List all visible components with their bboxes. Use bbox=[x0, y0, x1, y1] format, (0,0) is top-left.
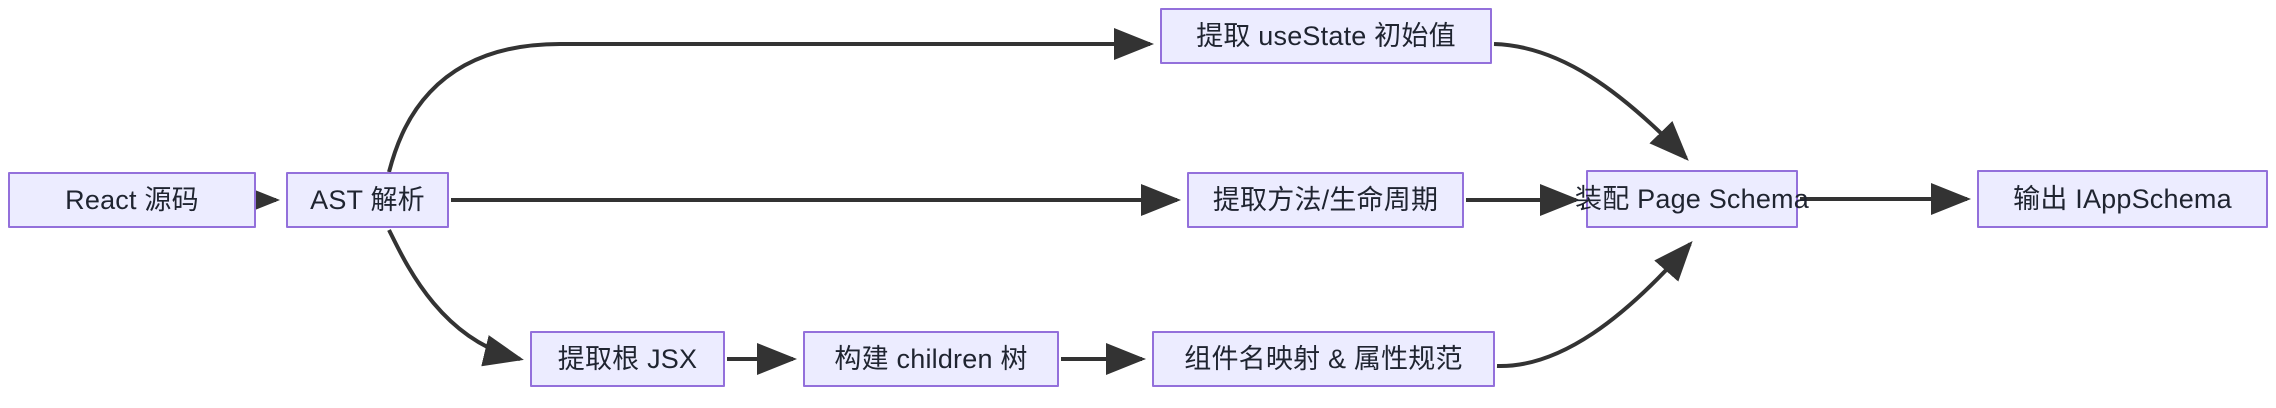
node-build-children[interactable]: 构建 children 树 bbox=[803, 331, 1059, 387]
edge-usestate-to-assemble bbox=[1493, 42, 1689, 161]
node-extract-root-jsx[interactable]: 提取根 JSX bbox=[530, 331, 725, 387]
node-label: 提取根 JSX bbox=[557, 343, 698, 374]
node-assemble-schema[interactable]: 装配 Page Schema bbox=[1575, 170, 1809, 228]
node-react-source[interactable]: React 源码 bbox=[8, 172, 256, 228]
edge-ast-to-usestate bbox=[387, 28, 1154, 173]
node-ast-parse[interactable]: AST 解析 bbox=[286, 172, 449, 228]
node-label: 组件名映射 & 属性规范 bbox=[1184, 343, 1463, 374]
node-label: AST 解析 bbox=[310, 184, 425, 215]
node-label: 提取 useState 初始值 bbox=[1196, 20, 1456, 51]
edge-ast-to-root-jsx bbox=[387, 229, 524, 367]
node-extract-usestate[interactable]: 提取 useState 初始值 bbox=[1160, 8, 1492, 64]
node-extract-methods[interactable]: 提取方法/生命周期 bbox=[1187, 172, 1464, 228]
node-map-components[interactable]: 组件名映射 & 属性规范 bbox=[1152, 331, 1495, 387]
node-output-schema[interactable]: 输出 IAppSchema bbox=[1977, 170, 2268, 228]
node-label: 构建 children 树 bbox=[834, 343, 1028, 374]
edge-map-to-assemble bbox=[1496, 240, 1693, 369]
node-label: React 源码 bbox=[65, 184, 199, 215]
node-label: 装配 Page Schema bbox=[1575, 183, 1809, 214]
node-label: 输出 IAppSchema bbox=[2013, 183, 2232, 214]
node-label: 提取方法/生命周期 bbox=[1212, 184, 1439, 215]
